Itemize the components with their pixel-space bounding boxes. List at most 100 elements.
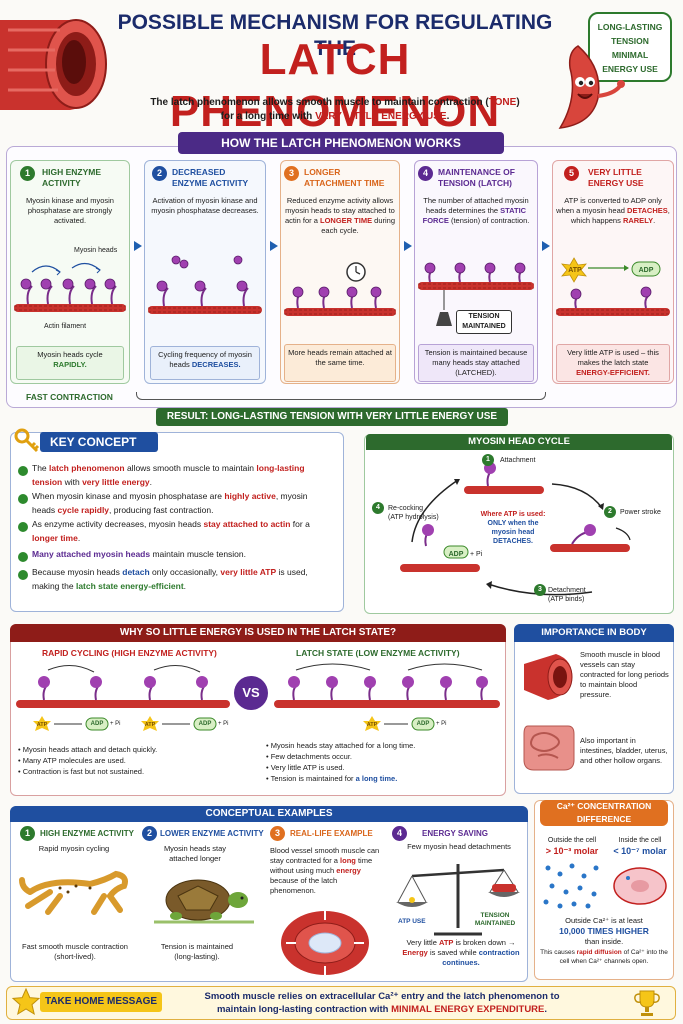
step-4-desc: The number of attached myosin heads dete… (422, 196, 530, 225)
why-card (10, 624, 506, 796)
example-2-title: LOWER ENZYME ACTIVITY (160, 829, 264, 838)
blood-vessel-icon (524, 654, 573, 700)
calcium-ions-illustration (543, 863, 667, 909)
why-right-pi: + Pi (436, 721, 447, 727)
cycle-step-1-number: 1 (482, 454, 494, 466)
step-1-label-heads: Myosin heads (74, 247, 118, 254)
cycle-step-2-number: 2 (604, 506, 616, 518)
cycle-step-1-label: Attachment (500, 457, 536, 464)
step-3-note: More heads remain attached at the same t… (284, 344, 396, 382)
example-3-text: Blood vessel smooth muscle can stay cont… (270, 846, 380, 895)
calcium-inside-value: < 10⁻⁷ molar (613, 846, 667, 856)
tension-weight-label: TENSION MAINTAINED (456, 310, 512, 334)
step-arrow-1 (134, 241, 142, 251)
why-right-list: • Myosin heads stay attached for a long … (266, 741, 416, 783)
example-3-title: REAL-LIFE EXAMPLE (290, 829, 373, 838)
result-banner: RESULT: LONG-LASTING TENSION WITH VERY L… (156, 408, 508, 426)
page-title-line1: POSSIBLE MECHANISM FOR REGULATING THE (117, 11, 553, 60)
step-5-illustration (556, 257, 670, 316)
step-2-title: DECREASED ENZYME ACTIVITY (172, 167, 249, 188)
step-5-desc: ATP is converted to ADP only when a myos… (556, 196, 670, 225)
step-1-desc: Myosin kinase and myosin phosphatase are… (26, 196, 114, 225)
cycle-banner: MYOSIN HEAD CYCLE (366, 434, 672, 450)
page-title-line2: LATCH PHENOMENON (169, 35, 501, 136)
example-4-number: 4 (392, 826, 407, 841)
cycle-center-note: Where ATP is used:ONLY when the myosin h… (480, 511, 546, 545)
importance-banner: IMPORTANCE IN BODY (514, 624, 674, 642)
importance-text-1: Smooth muscle in blood vessels can stay … (580, 650, 669, 699)
cycle-adp-label: ADP (448, 551, 464, 558)
step-1-title: HIGH ENZYME ACTIVITY (42, 167, 102, 188)
take-home-message: Smooth muscle relies on extracellular Ca… (204, 991, 560, 1015)
example-4-caption: Very little ATP is broken down → Energy … (402, 938, 520, 967)
example-1-sub: Rapid myosin cycling (38, 844, 110, 853)
why-left-list: • Myosin heads attach and detach quickly… (18, 745, 158, 776)
cycle-card (364, 434, 674, 614)
why-left-pi-2: + Pi (218, 721, 229, 727)
step-2-illustration (148, 255, 262, 314)
turtle-illustration (154, 879, 254, 924)
cheetah-illustration (19, 870, 128, 915)
why-left-adp-2: ADP (198, 721, 212, 727)
step-arrow-2 (270, 241, 278, 251)
cycle-step-3-label: Detachment(ATP binds) (548, 587, 586, 603)
step-5-number: 5 (564, 166, 579, 181)
why-left-atp-2: ATP (144, 722, 156, 728)
example-4-sub: Few myosin head detachments (407, 842, 511, 851)
key-concept-card (10, 432, 344, 612)
star-icon (11, 987, 41, 1016)
muscle-mascot-illustration (558, 45, 625, 129)
step-1-number: 1 (20, 166, 35, 181)
cycle-step-3-number: 3 (534, 584, 546, 596)
calcium-outside-value: > 10⁻³ molar (545, 846, 599, 856)
why-banner: WHY SO LITTLE ENERGY IS USED IN THE LATC… (10, 624, 506, 642)
why-right-title: LATCH STATE (LOW ENZYME ACTIVITY) (296, 648, 460, 658)
key-item-4: ✓Many attached myosin heads maintain mus… (13, 549, 247, 562)
key-icon (14, 428, 40, 453)
example-2-caption: Tension is maintained (long-lasting). (160, 942, 234, 961)
calcium-text-2: This causes rapid diffusion of Ca²⁺ into… (540, 949, 668, 965)
vs-badge: VS (234, 676, 268, 710)
step-5-adp-label: ADP (638, 267, 654, 274)
key-item-1: ✓The latch phenomenon allows smooth musc… (13, 463, 305, 487)
step-4-illustration (418, 262, 534, 326)
examples-banner: CONCEPTUAL EXAMPLES (10, 806, 528, 822)
step-5-note: Very little ATP is used – this makes the… (556, 344, 670, 382)
why-left-adp-1: ADP (90, 721, 104, 727)
cycle-step-4-number: 4 (372, 502, 384, 514)
example-4-tension: TENSION MAINTAINED (474, 912, 516, 927)
step-4-number: 4 (418, 166, 433, 181)
step-2-number: 2 (152, 166, 167, 181)
take-home-label: TAKE HOME MESSAGE (40, 992, 162, 1012)
step-3-title: LONGER ATTACHMENT TIME (304, 167, 385, 188)
step-arrow-4 (542, 241, 550, 251)
cycle-pi-label: + Pi (470, 551, 483, 558)
intro-text: The latch phenomenon allows smooth muscl… (150, 97, 520, 122)
intestine-icon (523, 725, 575, 771)
result-bracket (136, 392, 546, 400)
why-left-title: RAPID CYCLING (HIGH ENZYME ACTIVITY) (42, 648, 217, 658)
calcium-banner: Ca²⁺ CONCENTRATION DIFFERENCE (540, 800, 668, 826)
how-banner: HOW THE LATCH PHENOMENON WORKS (178, 132, 504, 154)
key-item-3: ✓As enzyme activity decreases, myosin he… (13, 519, 310, 543)
example-3-number: 3 (270, 826, 285, 841)
key-item-5: ✓Because myosin heads detach only occasi… (13, 567, 308, 591)
why-left-illustration (16, 665, 230, 731)
step-3-desc: Reduced enzyme activity allows myosin he… (284, 196, 396, 235)
blood-vessel-illustration (0, 19, 107, 110)
example-1-title: HIGH ENZYME ACTIVITY (40, 829, 134, 838)
vessel-cross-section-illustration (281, 910, 369, 976)
key-item-2: ✓When myosin kinase and myosin phosphata… (13, 491, 308, 515)
cycle-step-4-label: Re-cocking(ATP hydrolysis) (388, 505, 439, 521)
cycle-step-2-label: Power stroke (620, 509, 661, 516)
fast-contraction-label: FAST CONTRACTION (26, 392, 113, 402)
why-right-adp: ADP (416, 721, 430, 727)
why-left-atp-1: ATP (36, 722, 48, 728)
balance-scale-illustration (396, 864, 520, 936)
example-4-atp-use: ATP USE (398, 918, 426, 925)
step-arrow-3 (404, 241, 412, 251)
key-concept-banner: KEY CONCEPT (40, 432, 158, 452)
calcium-outside-label: Outside the cell (547, 837, 597, 844)
step-4-note: Tension is maintained because many heads… (418, 344, 534, 382)
